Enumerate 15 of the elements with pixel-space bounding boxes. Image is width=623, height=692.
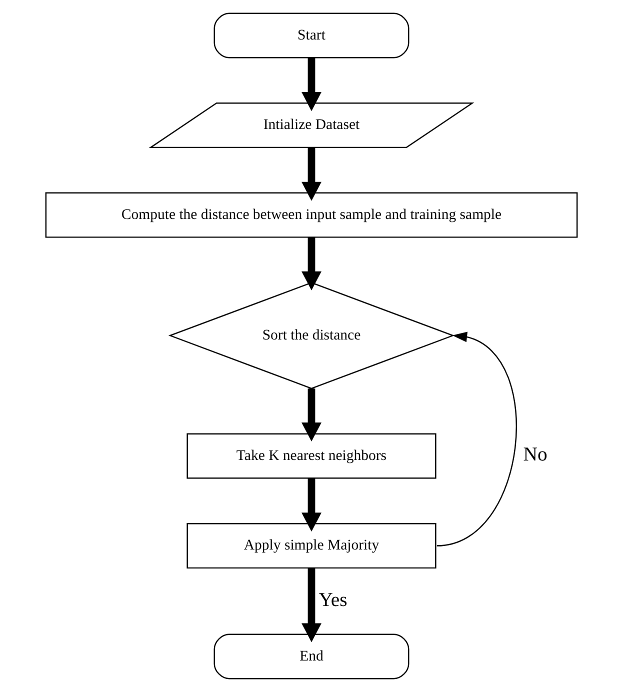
arrow — [302, 388, 322, 442]
arrow — [302, 148, 322, 201]
arrow — [436, 332, 517, 546]
node-diamond: Sort the distance — [168, 282, 455, 390]
node-box: Compute the distance between input sample and training sample — [45, 192, 578, 238]
node-box: Take K nearest neighbors — [186, 433, 436, 479]
node-box: Start — [214, 12, 410, 58]
node-box: End — [214, 634, 410, 680]
edge-label: No — [523, 444, 548, 466]
arrow — [302, 478, 322, 532]
arrow — [302, 58, 322, 112]
arrow — [302, 237, 322, 290]
arrow — [302, 568, 322, 642]
node-box: Apply simple Majority — [186, 523, 436, 569]
edge-label: Yes — [318, 588, 348, 611]
